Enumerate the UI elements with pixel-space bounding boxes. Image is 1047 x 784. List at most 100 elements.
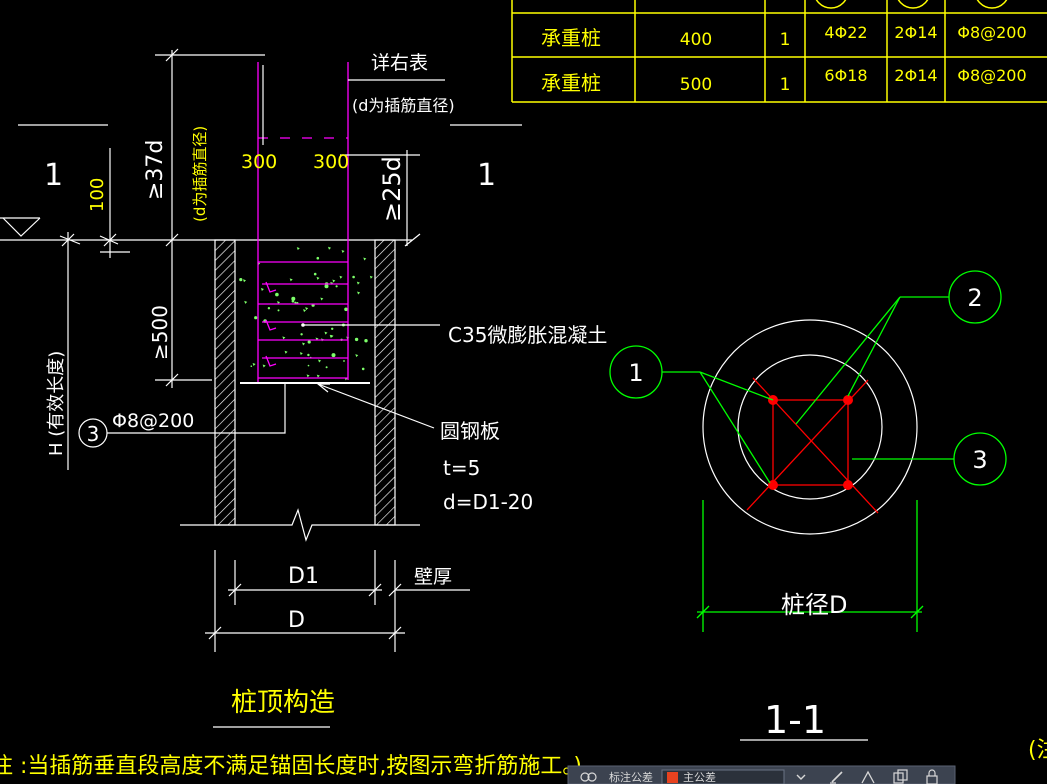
concrete-dot [343,360,345,362]
rebar-dot [843,480,853,490]
dowel-diameter-note: (d为插筋直径) [352,96,455,115]
stirrup-spec-label: Φ8@200 [112,410,194,432]
rebar-dot [768,480,778,490]
callout-number-3: 3 [972,446,987,474]
stirrup-leader [107,384,286,434]
callout-leader-2 [795,296,949,425]
concrete-dot [330,334,334,338]
concrete-dot [363,257,367,261]
anchor-length-label: ≥37d [143,140,168,200]
concrete-dot [244,300,248,304]
concrete-dot [357,291,361,295]
section-title: 1-1 [764,698,826,742]
lock-icon[interactable] [926,769,938,784]
spacing-label-left: 300 [241,151,277,173]
detail-title: 桩顶构造 [231,688,335,718]
concrete-dot [303,309,307,313]
cell-diameter: 400 [680,30,712,50]
concrete-dot [352,275,355,279]
tolerance-dropdown-value: 主公差 [683,770,716,784]
concrete-dot [289,278,293,282]
cell-side-bar: 2Φ14 [894,23,937,42]
style-icon[interactable] [861,770,875,784]
plate-diameter-label: d=D1-20 [443,490,533,514]
concrete-dot [284,350,288,354]
concrete-dot [324,331,328,335]
concrete-dot [354,337,359,342]
concrete-dot [275,292,279,297]
concrete-dot [291,296,296,301]
concrete-dot [320,297,324,301]
dimension-tolerance-toolbar[interactable]: 标注公差 主公差 [567,765,956,784]
cell-diameter: 500 [680,75,712,95]
chevron-down-icon[interactable] [796,774,806,780]
concrete-dot [277,309,280,312]
concrete-dot [331,327,334,330]
copy-icon[interactable] [893,769,908,784]
rebar-table: 承重桩 400 1 4Φ22 2Φ14 Φ8@200 承重桩 500 1 6Φ1… [511,0,1047,103]
concrete-dot [239,278,243,282]
header-tag-circle [897,0,929,9]
concrete-dot [307,364,310,367]
pile-wall-left [214,239,236,526]
concrete-dot [318,359,322,363]
cell-pile-name: 承重桩 [541,26,601,50]
pile-top-lines [40,233,421,247]
header-tag-circle [815,0,847,9]
concrete-dot [252,362,256,366]
see-table-label: 详右表 [371,52,428,74]
vertical-dimensions [61,48,445,470]
concrete-dot [305,307,309,311]
concrete-dot [294,301,297,304]
concrete-dot [325,366,328,369]
plate-thickness-label: t=5 [443,456,480,480]
concrete-dot [341,250,345,254]
spacing-label-right: 300 [313,151,349,173]
stirrup-callout-number: 3 [87,422,100,446]
table-grid [511,0,1047,103]
leader-dot [301,323,305,327]
tolerance-dropdown[interactable] [661,769,785,784]
table-row: 承重桩 500 1 6Φ18 2Φ14 Φ8@200 [541,66,1027,95]
cell-count: 1 [780,75,791,95]
toolbar-label: 标注公差 [609,770,653,784]
concrete-dot [344,307,348,312]
concrete-dot [282,336,286,340]
dowel-diameter-note-vertical: (d为插筋直径) [191,126,209,222]
concrete-dot [307,353,310,357]
cell-side-bar: 2Φ14 [894,66,937,85]
concrete-dot [316,276,320,280]
edge-note-partial: (注 [1028,738,1047,763]
pile-top-detail: 1 1 详右表 (d为插筋直径) 300 300 ≥37d (d为插筋直径) 1… [0,48,607,728]
concrete-dot [296,247,300,251]
bottom-dimensions [205,550,470,652]
concrete-dot [335,285,338,288]
pan-tool-icon[interactable] [580,772,597,782]
color-swatch-icon [667,772,678,783]
callout-number-1: 1 [628,359,643,387]
concrete-dot [316,256,320,260]
concrete-dot [355,354,359,358]
callout-number-2: 2 [967,284,982,312]
rebar-dot [843,395,853,405]
concrete-dot [328,246,332,250]
concrete-dot [299,352,303,356]
header-tag-circle [976,0,1008,9]
min-500-label: ≥500 [148,305,172,360]
pile-inner-circle [737,354,883,500]
edit-icon[interactable] [830,771,843,784]
concrete-dot [250,365,253,368]
break-line [180,508,420,542]
pile-outer-circle [702,319,918,535]
concrete-label: C35微膨胀混凝土 [448,323,607,347]
cell-stirrup: Φ8@200 [957,66,1026,85]
concrete-dot [302,342,306,346]
dim-d-label: D [288,608,305,633]
effective-length-label: H (有效长度) [46,351,67,456]
wall-thickness-label: 壁厚 [414,566,452,588]
rebar-dowels [257,62,349,382]
concrete-dot [267,307,271,310]
section-1-1: 1 2 3 桩径D 1-1 [609,270,1007,742]
cell-main-bar: 6Φ18 [824,66,867,85]
